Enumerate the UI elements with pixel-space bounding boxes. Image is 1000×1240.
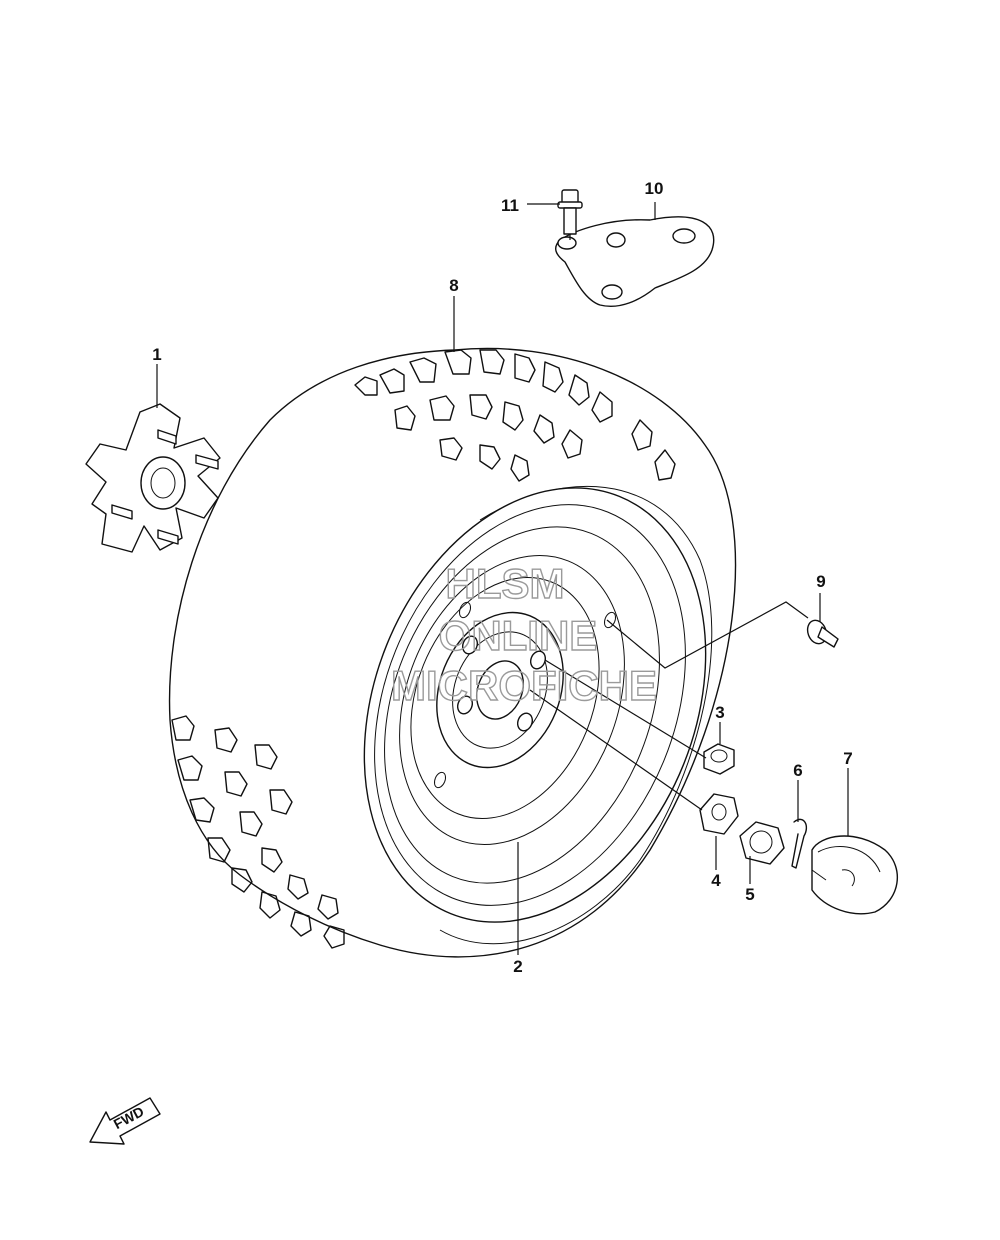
- watermark-line-2: ONLINE: [439, 612, 598, 659]
- callout-9[interactable]: 9: [816, 572, 825, 591]
- callout-4[interactable]: 4: [711, 871, 721, 890]
- callout-7[interactable]: 7: [843, 749, 852, 768]
- hub-studs: [111, 429, 219, 545]
- wheel-rim-part-2[interactable]: [302, 436, 767, 973]
- callout-6[interactable]: 6: [793, 761, 802, 780]
- tread-bottom: [171, 715, 345, 949]
- bracket-part-10[interactable]: [555, 216, 715, 307]
- bolt-part-11[interactable]: [557, 189, 583, 235]
- fwd-arrow-icon: FWD: [89, 1097, 161, 1145]
- watermark-line-3: MICROFICHE: [391, 662, 657, 709]
- castle-nut-part-5[interactable]: [739, 821, 785, 865]
- callout-11[interactable]: 11: [501, 196, 519, 215]
- callout-3[interactable]: 3: [715, 703, 724, 722]
- washer-part-4[interactable]: [699, 793, 739, 835]
- callout-2[interactable]: 2: [513, 957, 522, 976]
- tread-top: [354, 349, 676, 482]
- watermark: HLSM ONLINE MICROFICHE: [390, 559, 657, 709]
- callout-10[interactable]: 10: [645, 179, 664, 198]
- hub-cap-part-7[interactable]: [811, 835, 899, 915]
- callout-8[interactable]: 8: [449, 276, 458, 295]
- callout-1[interactable]: 1: [152, 345, 161, 364]
- nut-part-3[interactable]: [703, 743, 735, 775]
- callout-5[interactable]: 5: [745, 885, 754, 904]
- leader-lines: [156, 202, 849, 955]
- valve-part-9[interactable]: [804, 618, 839, 648]
- hub-part-1[interactable]: [85, 403, 221, 553]
- watermark-line-1: HLSM: [446, 560, 565, 607]
- cotter-pin-part-6[interactable]: [791, 818, 808, 869]
